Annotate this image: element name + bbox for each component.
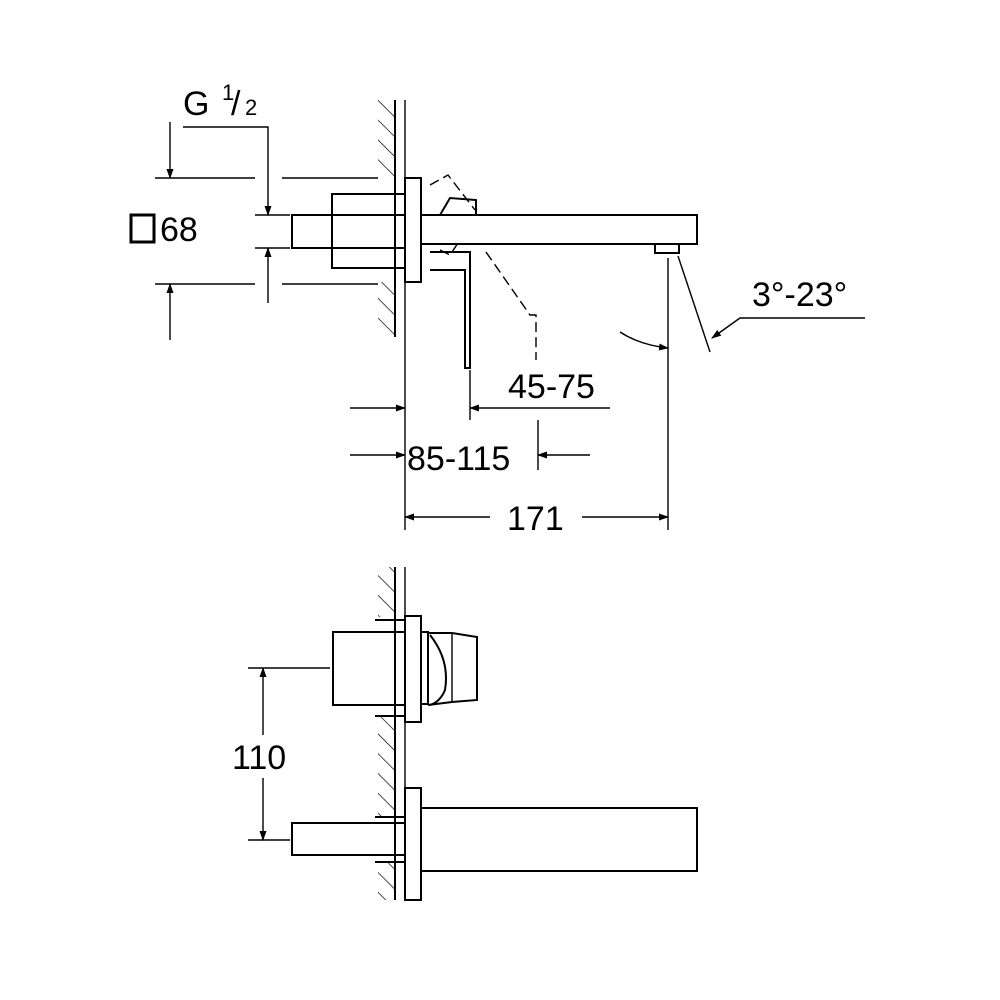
thread-prefix: G <box>183 85 209 123</box>
fraction-slash: / <box>231 85 241 123</box>
lever-range-label: 45-75 <box>508 368 595 406</box>
spacing-label: 110 <box>232 739 286 777</box>
handle-assembly <box>332 615 478 723</box>
wall-depth-label: 85-115 <box>407 440 510 478</box>
wall-depth-dimension: 85-115 <box>350 420 590 478</box>
angle-label: 3°-23° <box>752 276 847 314</box>
angle-dimension: 3°-23° <box>619 255 865 353</box>
square-symbol-icon <box>129 213 156 244</box>
spout-length-dimension: 171 <box>404 258 669 538</box>
thread-denominator: 2 <box>245 95 257 120</box>
lever-range-dimension: 45-75 <box>350 368 610 420</box>
spout-assembly <box>291 787 698 901</box>
front-view: 110 <box>232 567 698 901</box>
faucet-side <box>291 174 698 369</box>
square-dimension: 68 <box>129 122 378 340</box>
spacing-dimension: 110 <box>232 667 330 841</box>
side-view: G 1 / 2 68 45-75 <box>129 80 865 538</box>
wall-section-top <box>378 100 406 530</box>
wall-section-bottom <box>375 567 406 900</box>
square-size-label: 68 <box>160 211 198 249</box>
spout-length-label: 171 <box>507 500 564 538</box>
thread-numerator: 1 <box>222 80 234 105</box>
thread-dimension: G 1 / 2 <box>183 80 290 303</box>
